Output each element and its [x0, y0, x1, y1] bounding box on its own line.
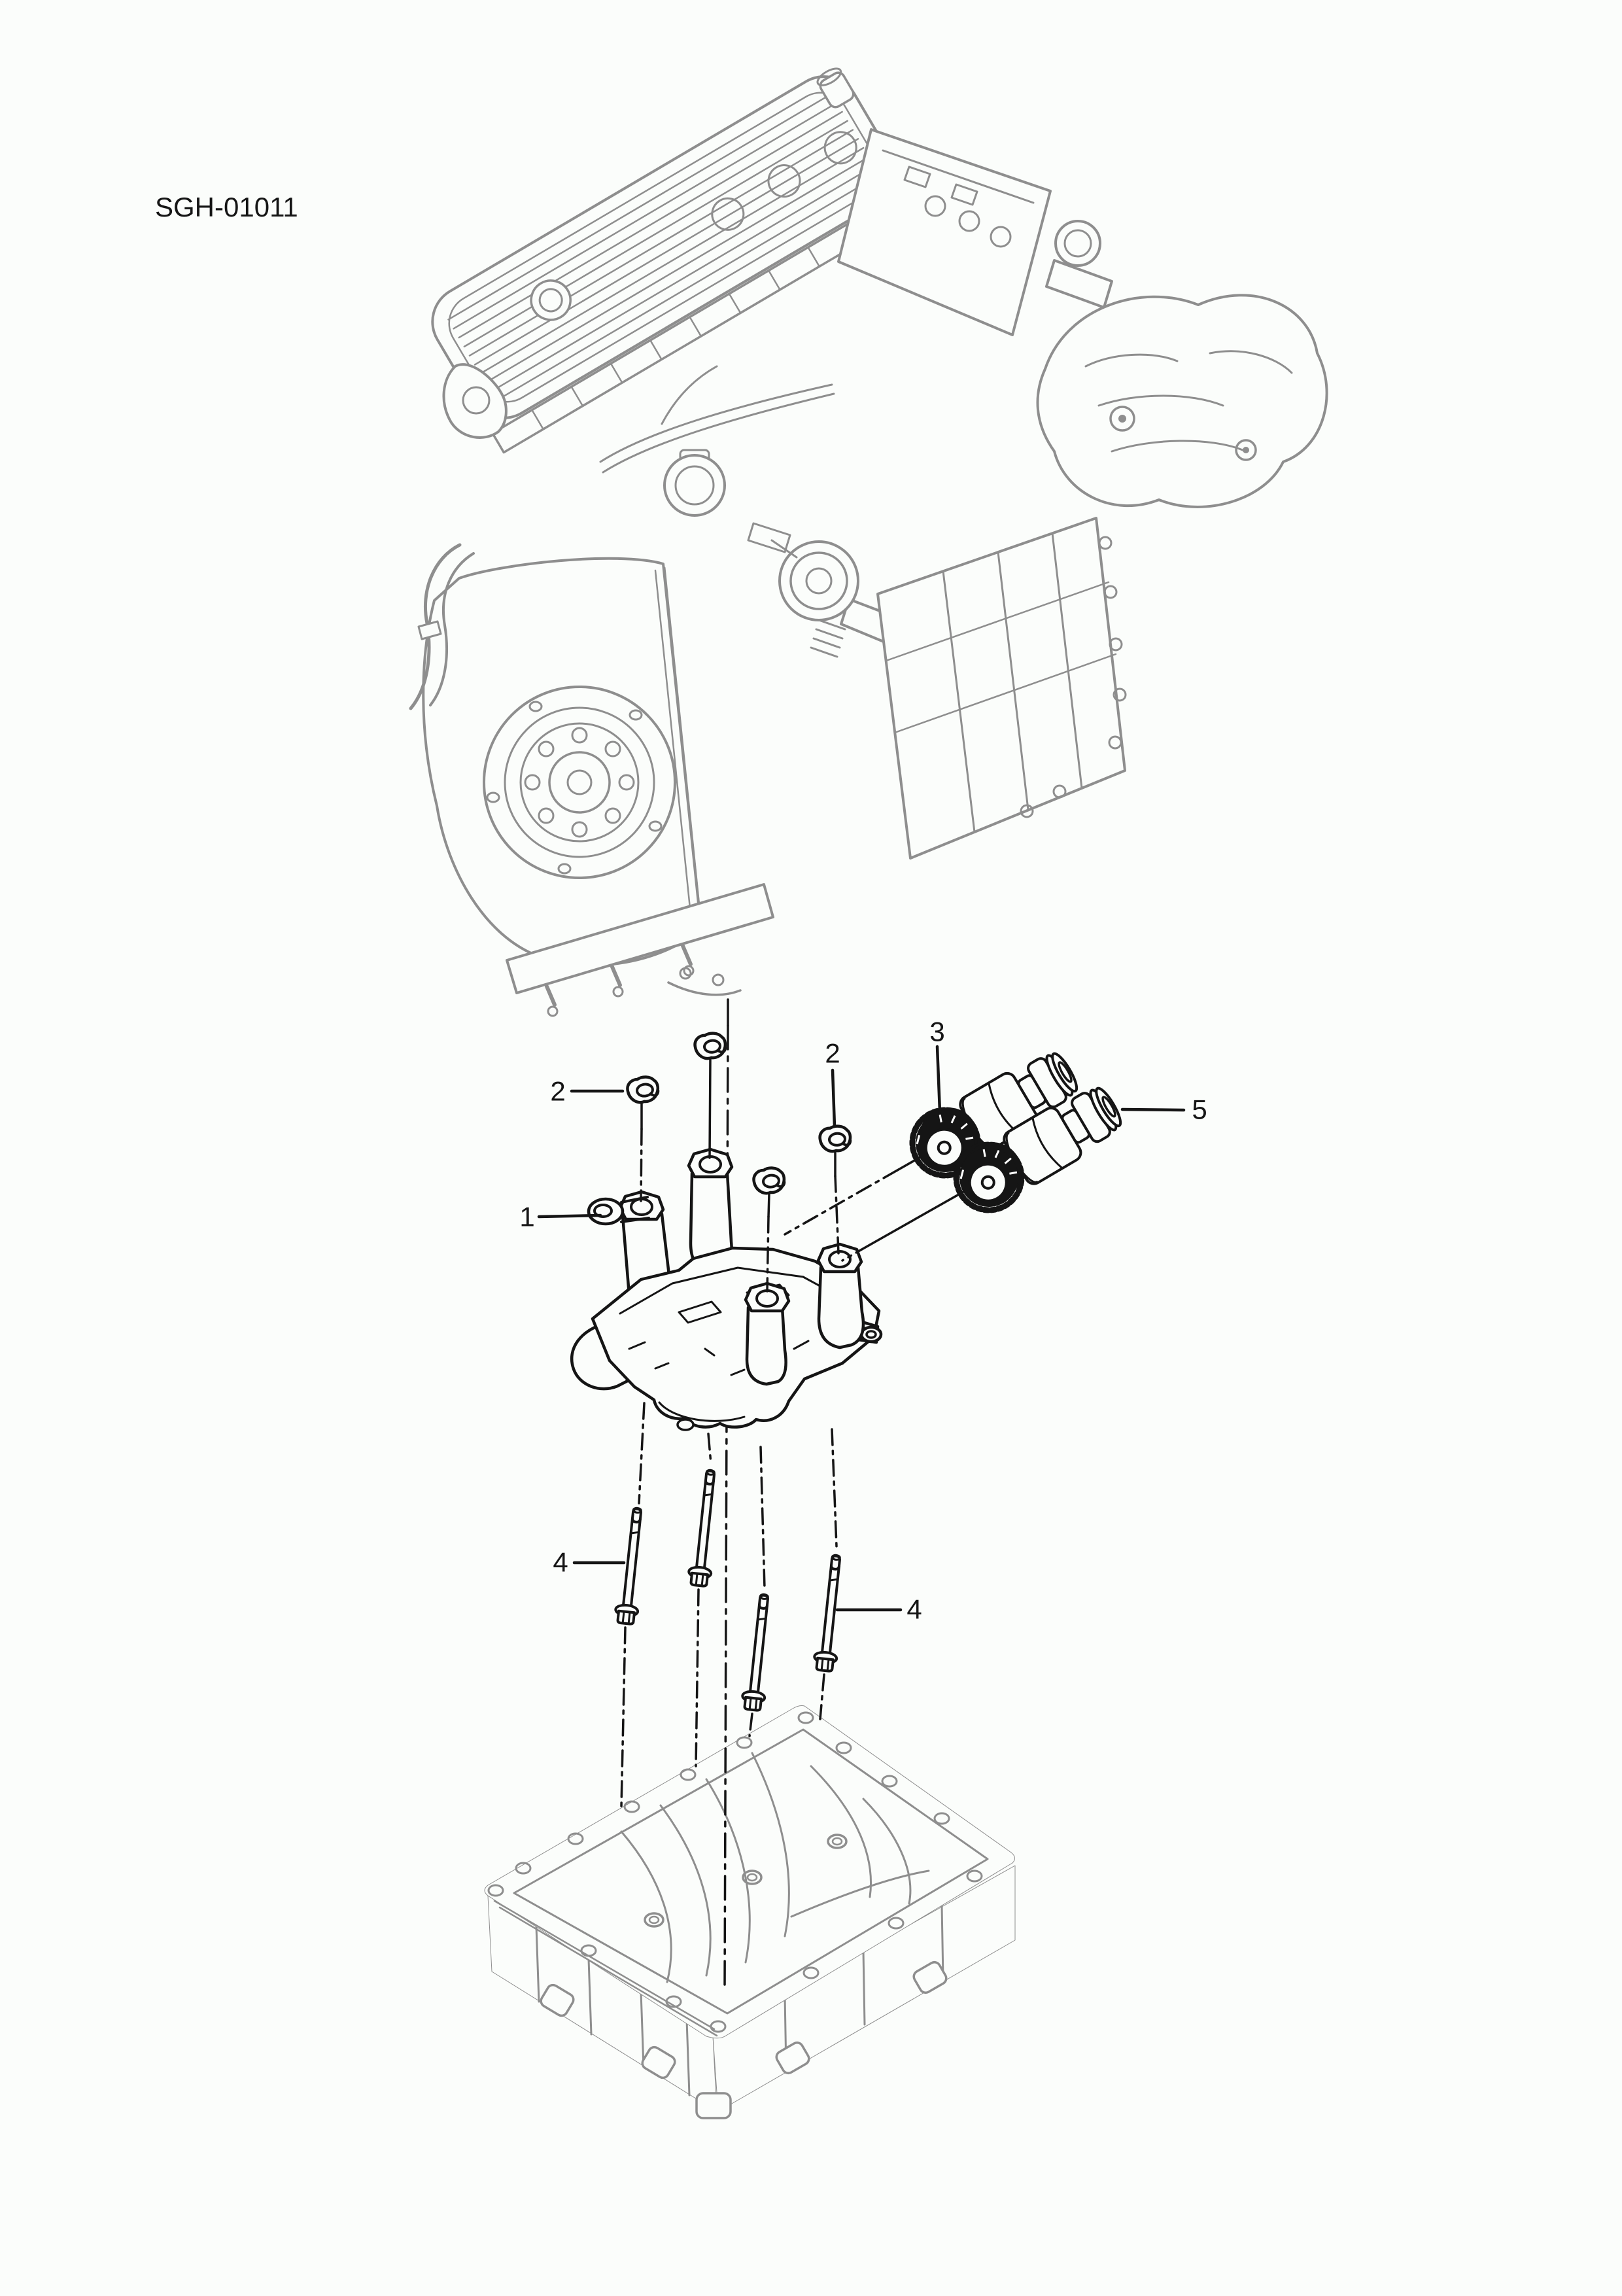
- oil-pan-illustration: [484, 1705, 1016, 2119]
- assembly-lines: [620, 1057, 984, 1808]
- assembly-line-pan-4: [819, 1673, 825, 1720]
- housing-tower-front: [744, 1281, 791, 1386]
- washer: [626, 1075, 660, 1104]
- assembly-line-washer-front: [767, 1192, 770, 1218]
- balance-shaft-housing: [570, 1147, 883, 1431]
- oil-pan-ribs: [620, 1752, 930, 1983]
- oil-pan-bolt-holes: [487, 1711, 983, 2033]
- flywheel-housing: [422, 557, 702, 967]
- assembly-line-bolt-3: [759, 1446, 766, 1590]
- oil-pan-bosses: [644, 1834, 848, 1928]
- shaft-gear: [909, 1107, 981, 1179]
- page-code: SGH-01011: [155, 192, 298, 222]
- mounting-bolt: [741, 1593, 769, 1712]
- coolant-hoses: [409, 363, 508, 710]
- callout-leader: [935, 1045, 942, 1114]
- engine-block: [876, 517, 1127, 860]
- engine-illustration: [409, 67, 1328, 1017]
- turbocharger: [747, 522, 905, 658]
- balance-shaft-front: [953, 1087, 1122, 1213]
- callout-label-3: 3: [929, 1017, 944, 1047]
- oil-pan-rim-inner: [513, 1728, 989, 2015]
- mounting-bolts: [614, 1469, 841, 1712]
- assembly-line-bolt-4: [831, 1428, 838, 1548]
- callout-label-4b: 4: [906, 1594, 922, 1625]
- callout-label-4a: 4: [553, 1547, 568, 1578]
- lower-flange: [506, 883, 774, 1017]
- housing-foot-boss: [676, 1418, 695, 1431]
- callouts: 1 2 2 3 4 4 5: [519, 1017, 1207, 1625]
- assembly-line-pan-3: [748, 1713, 753, 1737]
- accessory-unit: [1045, 220, 1113, 309]
- assembly-line-bolt-1: [638, 1402, 646, 1505]
- mounting-bolt: [813, 1554, 841, 1673]
- valve-cover: [431, 67, 922, 454]
- housing-mounting-ear: [587, 1196, 650, 1226]
- assembly-line-pan-2: [695, 1588, 700, 1767]
- shaft-gear: [953, 1141, 1025, 1213]
- washer: [818, 1124, 852, 1153]
- callout-label-2b: 2: [825, 1038, 840, 1069]
- callout-leader: [1120, 1107, 1186, 1112]
- fuel-pump: [599, 365, 835, 517]
- cam-cover: [837, 128, 1052, 336]
- oil-pan-gasket: [493, 1900, 718, 2037]
- mounting-bolt: [614, 1506, 642, 1626]
- washer: [693, 1032, 727, 1060]
- assembly-line-pan-1: [620, 1626, 627, 1808]
- callout-leader: [537, 1213, 602, 1219]
- heat-shield: [1036, 294, 1328, 508]
- callout-leader: [831, 1068, 837, 1128]
- callout-label-5: 5: [1192, 1094, 1207, 1125]
- callout-label-1: 1: [519, 1202, 534, 1232]
- washers: [626, 1032, 852, 1195]
- housing-tower-right: [816, 1242, 883, 1349]
- assembly-line-bolt-2: [707, 1433, 712, 1465]
- mounting-bolt: [687, 1469, 716, 1588]
- callout-label-2a: 2: [550, 1076, 565, 1107]
- washer: [752, 1166, 786, 1195]
- oil-pan-feet: [540, 1960, 948, 2119]
- housing-body: [591, 1246, 881, 1429]
